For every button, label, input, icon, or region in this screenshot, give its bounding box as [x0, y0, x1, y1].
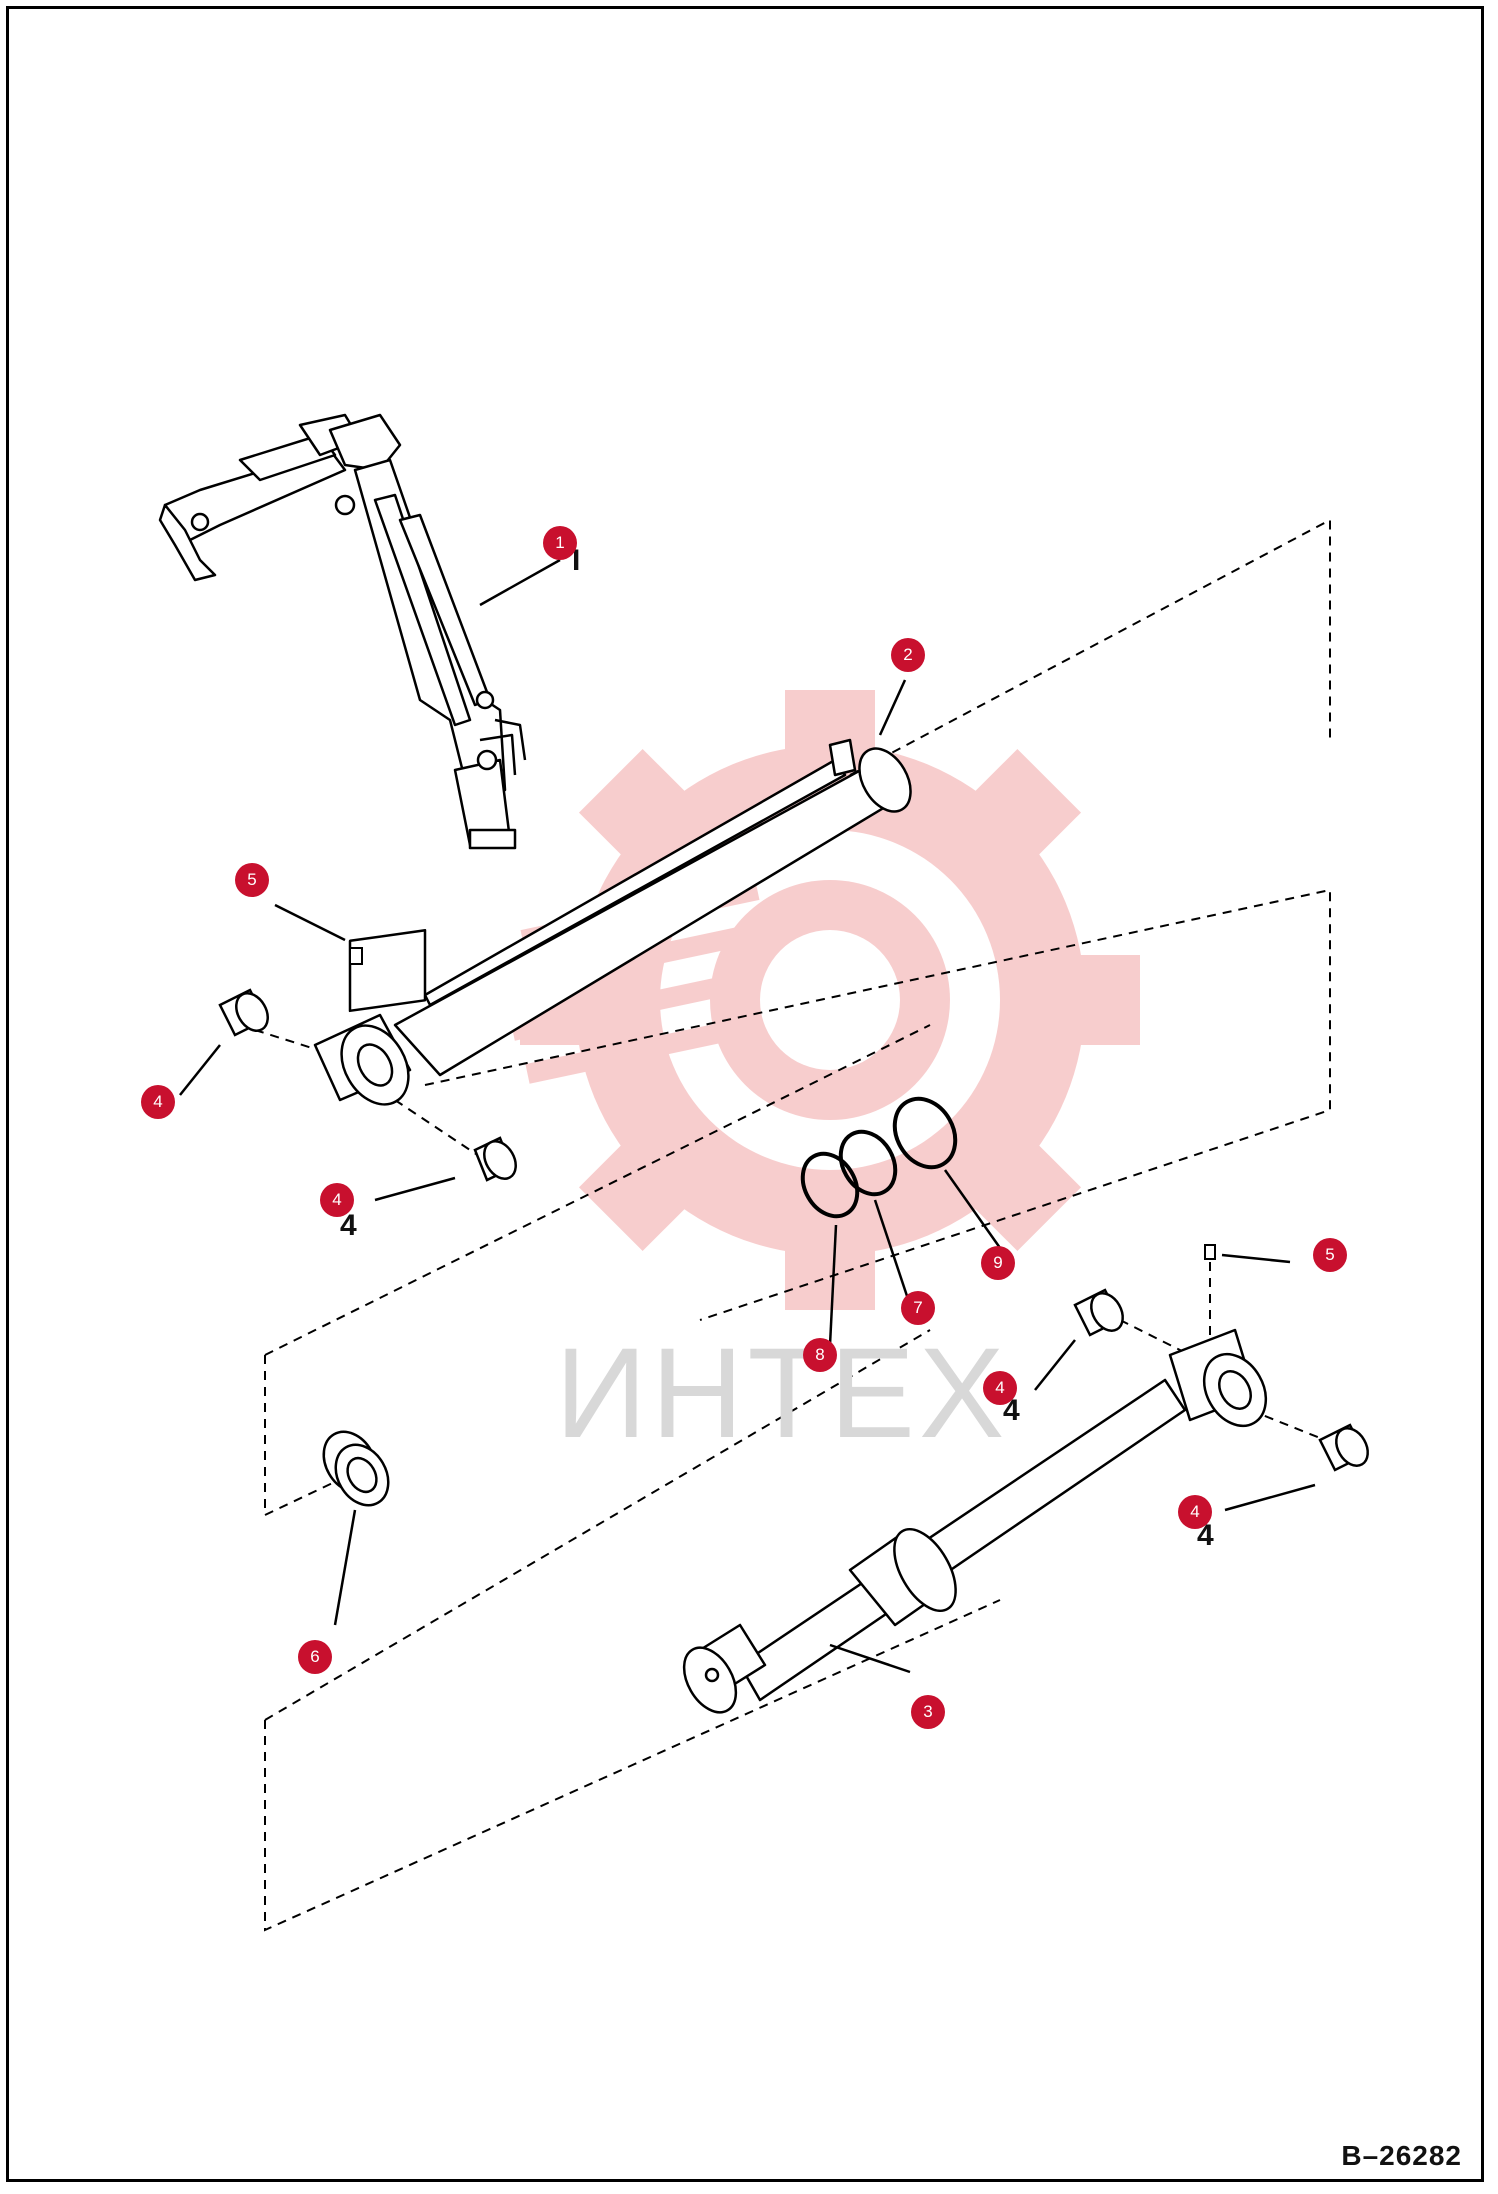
callout-bushing-3: 4: [141, 1085, 175, 1119]
grease-fittings: [349, 947, 1216, 1260]
cylinder-barrel: [313, 738, 912, 1106]
seal-ring-8: [800, 1151, 860, 1219]
bushing-upper-right: [473, 1136, 517, 1182]
callout-cylinder-barrel-1: 2: [891, 638, 925, 672]
grease-fitting-upper: [349, 947, 363, 965]
drawing-number: B–26282: [1341, 2140, 1462, 2171]
svg-text:I: I: [572, 544, 580, 577]
callout-seal-ring-12: 9: [981, 1246, 1015, 1280]
callout-piston-rod-2: 3: [911, 1695, 945, 1729]
grease-fitting-lower: [1204, 1244, 1216, 1260]
bushing-lower-left: [1073, 1288, 1124, 1337]
seal-ring-7: [838, 1129, 898, 1197]
bushing-upper-left: [218, 988, 269, 1037]
bushings: [218, 988, 1369, 1472]
piston-rod: [682, 1328, 1268, 1714]
callout-grease-fitting-8: 5: [1313, 1238, 1347, 1272]
callout-bushing-5: 4: [983, 1371, 1017, 1405]
bushing-lower-right: [1318, 1423, 1369, 1472]
callout-bushing-4: 4: [320, 1183, 354, 1217]
callout-gland-nut-9: 6: [298, 1640, 332, 1674]
leader-lines: [179, 558, 1316, 1674]
callout-seal-ring-10: 7: [901, 1291, 935, 1325]
seal-rings: [800, 1096, 958, 1219]
callout-bushing-6: 4: [1178, 1495, 1212, 1529]
boom-arm-assembly: [158, 413, 527, 850]
watermark-text: ИНТЕХ: [555, 1322, 1009, 1465]
callout-grease-fitting-7: 5: [235, 863, 269, 897]
gland-nut: [322, 1430, 390, 1507]
callout-seal-ring-11: 8: [803, 1338, 837, 1372]
callout-boom-arm-assembly-0: 1: [543, 526, 577, 560]
svg-text:4: 4: [340, 1209, 357, 1242]
seal-ring-9: [892, 1096, 958, 1170]
